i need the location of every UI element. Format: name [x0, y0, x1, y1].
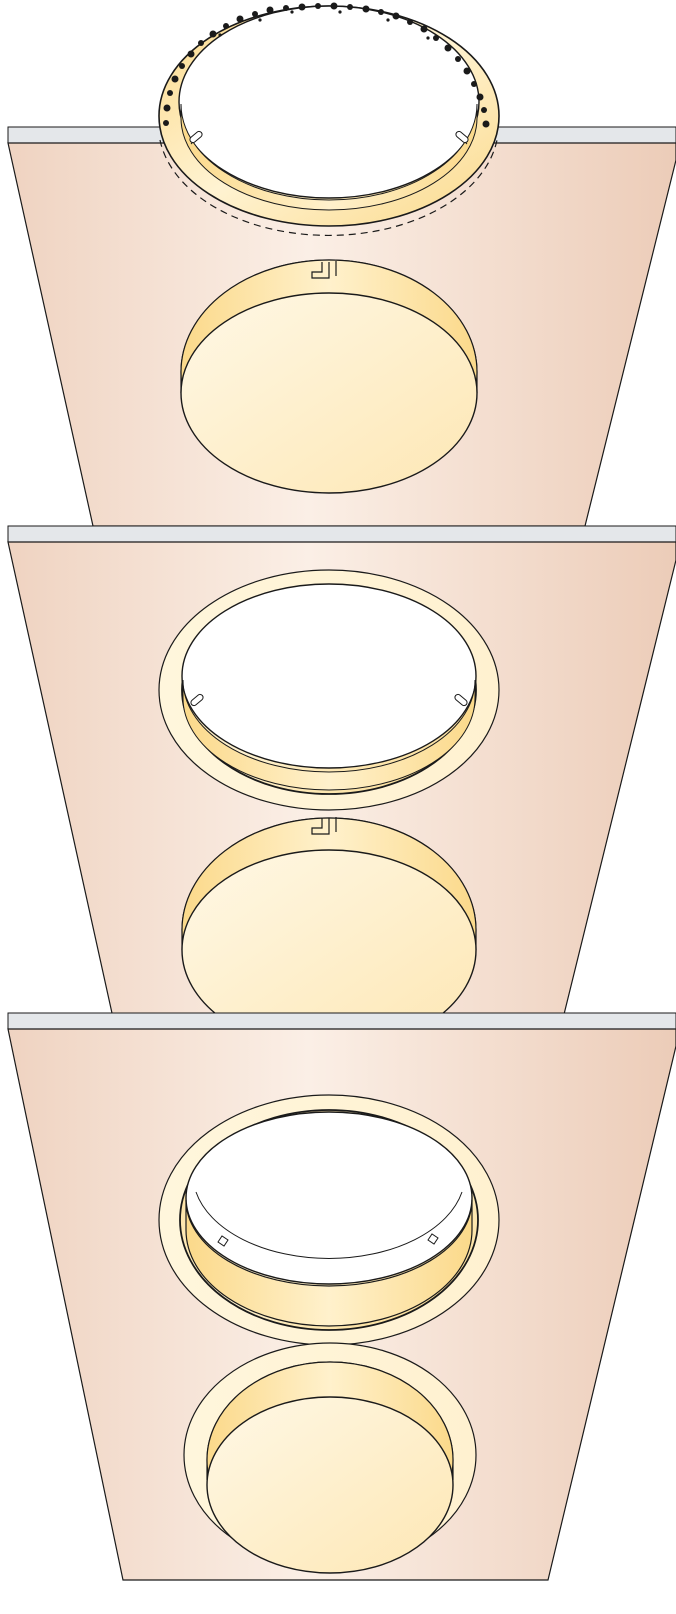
flange-ring-with-bayonet-slots [159, 1095, 499, 1345]
mounting-ring [159, 3, 499, 227]
panel-3 [8, 1013, 676, 1580]
cup-lid-1 [181, 260, 477, 493]
panel-1 [8, 3, 676, 527]
mounted-flange-ring [159, 570, 499, 810]
panel-2 [8, 526, 676, 1063]
ceiling-edge-3 [8, 1013, 676, 1029]
ceiling-edge-2 [8, 526, 676, 542]
